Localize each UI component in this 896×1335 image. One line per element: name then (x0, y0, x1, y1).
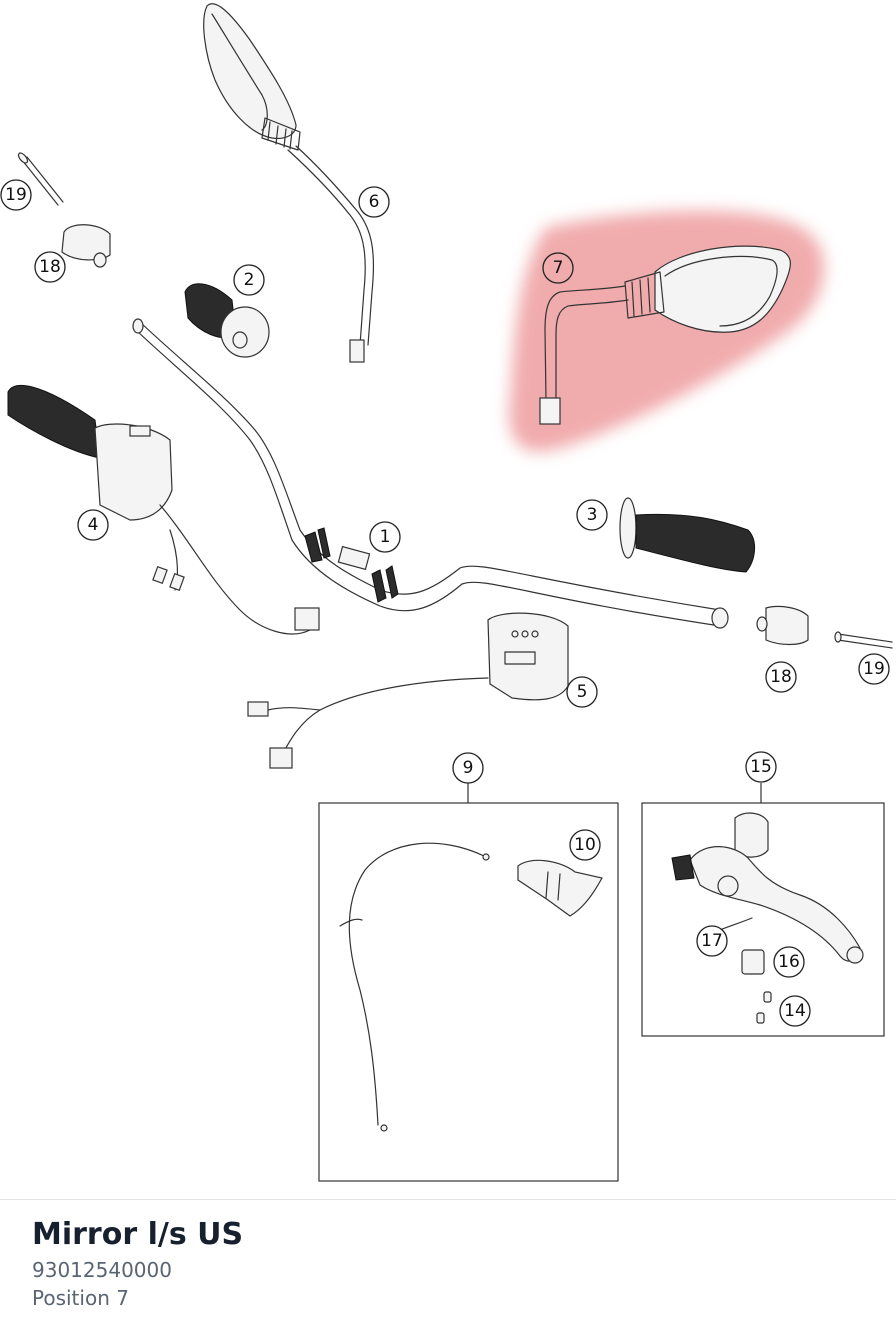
callout-9-label: 9 (463, 758, 474, 778)
callout-5-label: 5 (577, 682, 588, 702)
screws-part[interactable] (756, 991, 772, 1024)
callout-17[interactable]: 17 (696, 925, 728, 957)
mirror-right-part[interactable] (539, 245, 791, 425)
footer-divider (0, 1199, 896, 1200)
callout-7-label: 7 (553, 258, 564, 278)
callout-19-left[interactable]: 19 (0, 179, 32, 211)
throttle-grip-part[interactable] (184, 283, 270, 358)
callout-9[interactable]: 9 (452, 752, 484, 784)
callout-10-label: 10 (574, 835, 596, 855)
left-grip-part[interactable] (619, 497, 755, 573)
callout-7[interactable]: 7 (542, 252, 574, 284)
part-title: Mirror l/s US (32, 1217, 244, 1252)
left-switch-part[interactable] (7, 385, 320, 635)
callout-15[interactable]: 15 (745, 751, 777, 783)
callout-2-label: 2 (244, 270, 255, 290)
mirror-left-part[interactable] (203, 3, 375, 363)
cable-part[interactable] (339, 842, 490, 1132)
callout-10[interactable]: 10 (569, 829, 601, 861)
lever-kit-box (641, 783, 885, 1037)
callout-6-label: 6 (369, 192, 380, 212)
part-number: 93012540000 (32, 1258, 172, 1282)
bolt-left-part[interactable] (17, 151, 64, 206)
callout-16-label: 16 (778, 952, 800, 972)
handlebar-part[interactable] (132, 318, 729, 629)
callout-1[interactable]: 1 (369, 521, 401, 553)
callout-14-label: 14 (784, 1001, 806, 1021)
callout-6[interactable]: 6 (358, 186, 390, 218)
bar-end-weight-left-part[interactable] (61, 224, 111, 268)
callout-1-label: 1 (380, 527, 391, 547)
exploded-parts-diagram: 19 18 6 2 7 4 1 3 5 18 19 9 10 15 17 16 (0, 3, 893, 1182)
callout-14[interactable]: 14 (779, 995, 811, 1027)
callout-18-right-label: 18 (770, 667, 792, 687)
callout-3[interactable]: 3 (576, 499, 608, 531)
callout-18-right[interactable]: 18 (765, 661, 797, 693)
cable-kit-box (318, 783, 619, 1182)
callout-18-left-label: 18 (39, 257, 61, 277)
part-position: Position 7 (32, 1286, 129, 1310)
bar-end-weight-right-part[interactable] (756, 605, 809, 646)
lever-switch-part[interactable] (741, 949, 765, 975)
bolt-right-part[interactable] (834, 631, 893, 649)
callout-4[interactable]: 4 (77, 509, 109, 541)
right-switch-part[interactable] (247, 612, 569, 769)
callout-18-left[interactable]: 18 (34, 251, 66, 283)
callout-19-right[interactable]: 19 (858, 653, 890, 685)
callout-15-label: 15 (750, 757, 772, 777)
callout-19-left-label: 19 (5, 185, 27, 205)
callout-19-right-label: 19 (863, 659, 885, 679)
selected-part-info: Mirror l/s US 93012540000 Position 7 (32, 1214, 872, 1312)
callout-16[interactable]: 16 (773, 946, 805, 978)
callout-17-label: 17 (701, 931, 723, 951)
callout-4-label: 4 (88, 515, 99, 535)
cable-cover-part[interactable] (517, 859, 603, 917)
callout-2[interactable]: 2 (233, 264, 265, 296)
callout-3-label: 3 (587, 505, 598, 525)
callout-5[interactable]: 5 (566, 676, 598, 708)
